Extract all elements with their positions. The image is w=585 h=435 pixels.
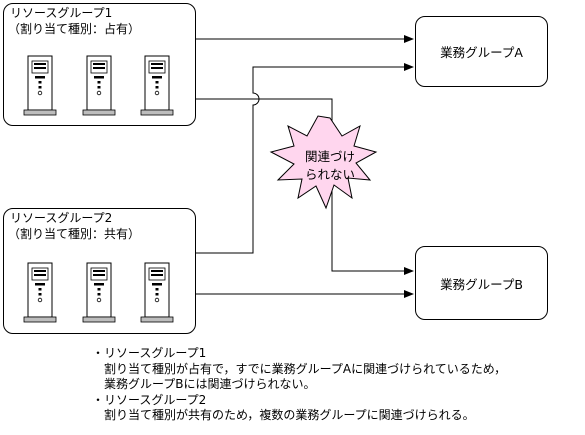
server-icon — [82, 55, 116, 116]
burst-label-line2: られない — [304, 167, 355, 182]
connector-rg2-to-a — [196, 63, 414, 254]
note-1-bullet: ・リソースグループ1 — [92, 346, 207, 360]
note-1-line: 業務グループBには関連づけられない。 — [104, 377, 316, 391]
resource-group-2-title: リソースグループ2 — [10, 211, 113, 225]
server-icon — [23, 262, 57, 323]
note-2-bullet: ・リソースグループ2 — [92, 392, 207, 407]
server-icon — [82, 262, 116, 323]
burst-label-line1: 関連づけ — [304, 149, 355, 164]
business-group-a-label: 業務グループA — [440, 45, 523, 60]
burst-label: 関連づけ られない — [300, 148, 360, 184]
burst-shape — [269, 115, 378, 210]
business-group-b-label: 業務グループB — [440, 276, 523, 292]
resource-group-2-subtitle: （割り当て種別：共有） — [8, 227, 141, 241]
business-group-a-box: 業務グループA — [415, 16, 548, 87]
server-icon — [140, 262, 174, 323]
resource-group-1-title: リソースグループ1 — [10, 6, 113, 20]
note-2-line: 割り当て種別が共有のため，複数の業務グループに関連づけられる。 — [104, 408, 475, 422]
server-icon — [23, 55, 57, 116]
note-1-line: 割り当て種別が占有で，すでに業務グループAに関連づけられているため， — [104, 361, 507, 376]
resource-group-1-subtitle: （割り当て種別：占有） — [8, 22, 141, 36]
server-icon — [140, 55, 174, 116]
business-group-b-box: 業務グループB — [415, 246, 548, 320]
notes: ・リソースグループ1 割り当て種別が占有で，すでに業務グループAに関連づけられて… — [92, 346, 506, 424]
